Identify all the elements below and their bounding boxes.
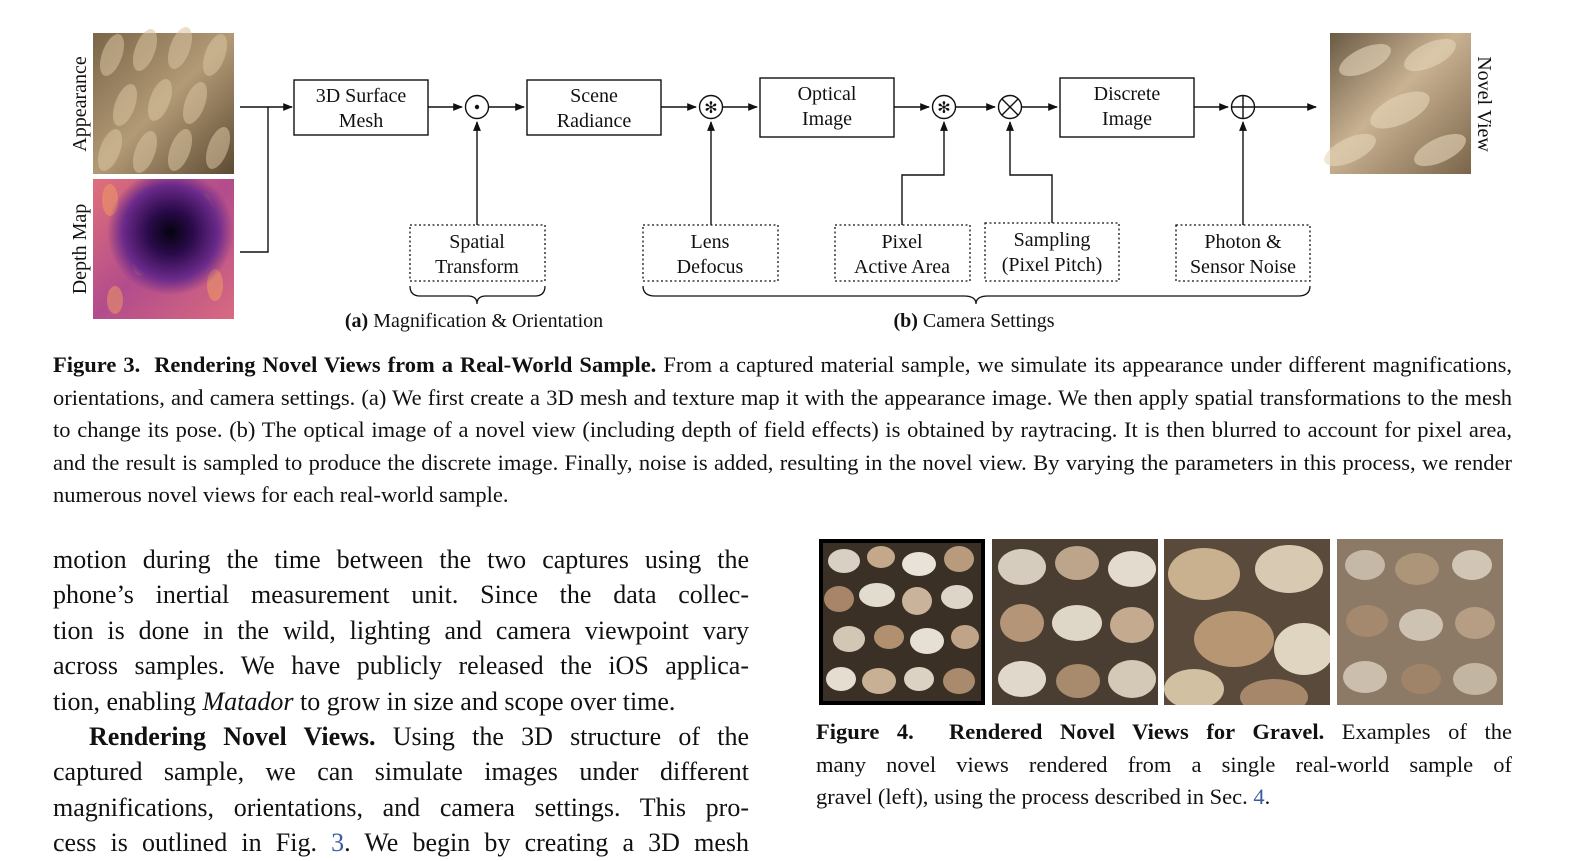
body-line: motion during the time between the two c…	[53, 545, 749, 574]
sec-4-ref-link[interactable]: 4	[1253, 784, 1265, 810]
noise-sum-operator	[1230, 94, 1256, 120]
svg-text:Spatial: Spatial	[449, 231, 505, 253]
novel-view-label: Novel View	[1473, 56, 1495, 152]
appearance-label: Appearance	[69, 56, 91, 152]
depth-map-label: Depth Map	[69, 204, 91, 295]
param-lens-defocus: Lens Defocus	[642, 224, 779, 282]
gravel-novel-view-2	[1164, 539, 1330, 705]
subcaption-a: (a) Magnification & Orientation	[345, 310, 603, 332]
svg-text:Discrete: Discrete	[1094, 83, 1161, 105]
gravel-novel-view-3	[1337, 539, 1503, 705]
body-line: tion, enabling Matador to grow in size a…	[53, 686, 676, 716]
svg-text:Transform: Transform	[435, 256, 519, 278]
figure-3-diagram: Appearance Depth Map 3D Surface Mesh Sce…	[69, 27, 1495, 332]
fig-3-ref-link[interactable]: 3	[331, 828, 345, 858]
figure-3-label: Figure 3.	[53, 352, 141, 377]
figure-4-title: Rendered Novel Views for Gravel.	[949, 719, 1325, 744]
node-optical-image: Optical Image	[759, 77, 895, 138]
body-line: Rendering Novel Views. Using the 3D stru…	[89, 721, 750, 751]
figure-4-label: Figure 4.	[816, 719, 914, 744]
convolution-operator-2: ✻	[931, 94, 957, 120]
svg-text:(Pixel Pitch): (Pixel Pitch)	[1002, 254, 1103, 276]
body-line: phone’s inertial measurement unit. Since…	[53, 580, 749, 610]
appearance-image	[93, 27, 234, 174]
svg-text:Defocus: Defocus	[677, 256, 744, 278]
matador-name: Matador	[202, 686, 294, 716]
svg-text:✻: ✻	[937, 98, 950, 117]
param-photon-sensor-noise: Photon & Sensor Noise	[1175, 224, 1311, 282]
svg-text:Sensor Noise: Sensor Noise	[1190, 256, 1296, 278]
brace-a	[409, 285, 546, 305]
svg-text:Pixel: Pixel	[881, 231, 923, 253]
body-column-left: motion during the time between the two c…	[53, 542, 749, 861]
body-line: tion is done in the wild, lighting and c…	[53, 615, 749, 645]
body-line: cess is outlined in Fig. 3. We begin by …	[53, 828, 750, 858]
node-3d-surface-mesh: 3D Surface Mesh	[293, 79, 429, 136]
novel-view-image	[1324, 33, 1471, 174]
svg-text:Image: Image	[1102, 108, 1152, 130]
gravel-sample-original	[819, 539, 985, 705]
svg-text:Radiance: Radiance	[557, 110, 632, 132]
gravel-novel-view-1	[992, 539, 1158, 705]
svg-text:Mesh: Mesh	[339, 110, 383, 132]
param-pixel-active-area: Pixel Active Area	[834, 224, 971, 282]
svg-text:Scene: Scene	[570, 85, 618, 107]
svg-text:Sampling: Sampling	[1014, 229, 1091, 251]
node-scene-radiance: Scene Radiance	[526, 79, 662, 136]
hadamard-operator	[464, 94, 490, 120]
body-line: magnifications, orientations, and camera…	[53, 792, 749, 822]
rendering-novel-views-heading: Rendering Novel Views.	[89, 721, 376, 751]
svg-text:Lens: Lens	[691, 231, 730, 253]
svg-text:✻: ✻	[704, 98, 717, 117]
svg-text:Optical: Optical	[798, 83, 857, 105]
brace-b	[642, 285, 1311, 305]
figure-4-images	[819, 539, 1503, 706]
param-spatial-transform: Spatial Transform	[409, 224, 546, 282]
sampling-operator	[997, 94, 1023, 120]
depth-map-image	[93, 179, 234, 319]
svg-text:3D Surface: 3D Surface	[316, 85, 407, 107]
figure-4-caption: Figure 4. Rendered Novel Views for Grave…	[816, 719, 1512, 810]
svg-text:Active Area: Active Area	[854, 256, 950, 278]
body-line: captured sample, we can simulate images …	[53, 757, 749, 787]
figure-3-caption: Figure 3. Rendering Novel Views from a R…	[53, 349, 1512, 512]
svg-text:Image: Image	[802, 108, 852, 130]
svg-text:Photon &: Photon &	[1204, 231, 1282, 253]
convolution-operator-1: ✻	[698, 94, 724, 120]
node-discrete-image: Discrete Image	[1059, 77, 1195, 138]
param-sampling-pixel-pitch: Sampling (Pixel Pitch)	[984, 222, 1120, 282]
subcaption-b: (b) Camera Settings	[893, 310, 1054, 332]
figure-3-title: Rendering Novel Views from a Real-World …	[154, 352, 657, 377]
figure-3-caption-text: From a captured material sample, we simu…	[53, 352, 1512, 508]
body-line: across samples. We have publicly release…	[53, 651, 749, 681]
